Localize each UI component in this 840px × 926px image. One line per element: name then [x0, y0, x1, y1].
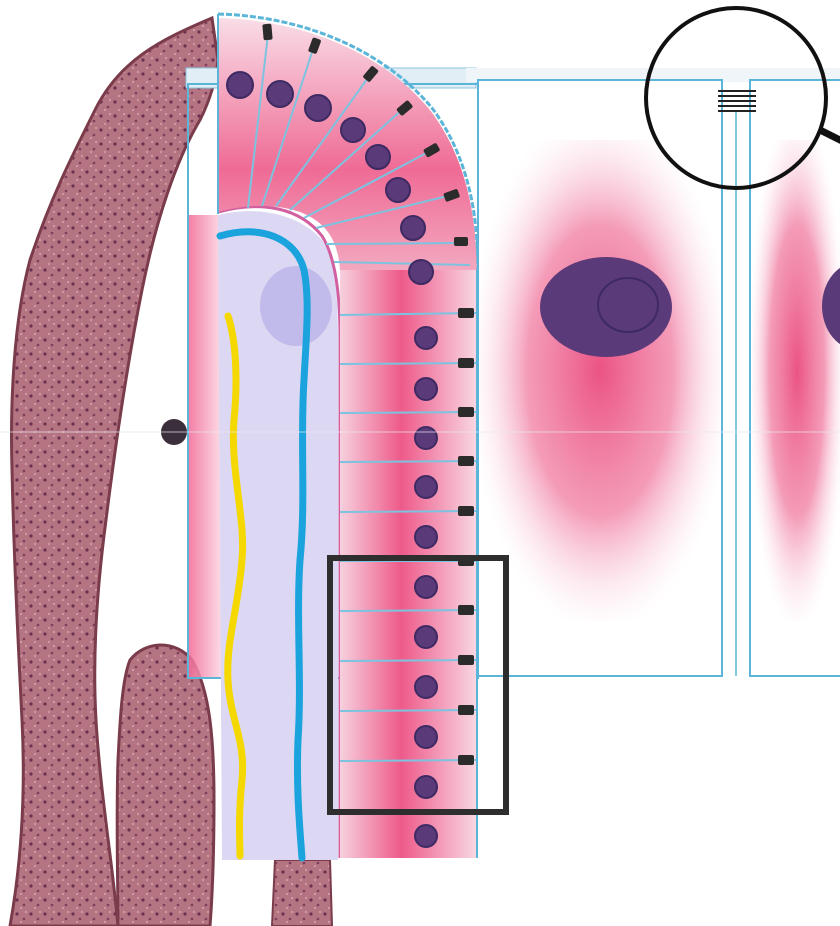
epithelial-cell-column — [340, 270, 476, 858]
lower-villus-tissue — [117, 645, 214, 926]
lavender-blob — [260, 266, 332, 346]
lower-tissue-stub — [272, 860, 332, 926]
left-pink-band — [189, 215, 221, 677]
large-cell-nucleus — [540, 257, 672, 357]
large-cell-cytoplasm — [480, 140, 720, 620]
right-cell-cytoplasm — [752, 140, 840, 620]
